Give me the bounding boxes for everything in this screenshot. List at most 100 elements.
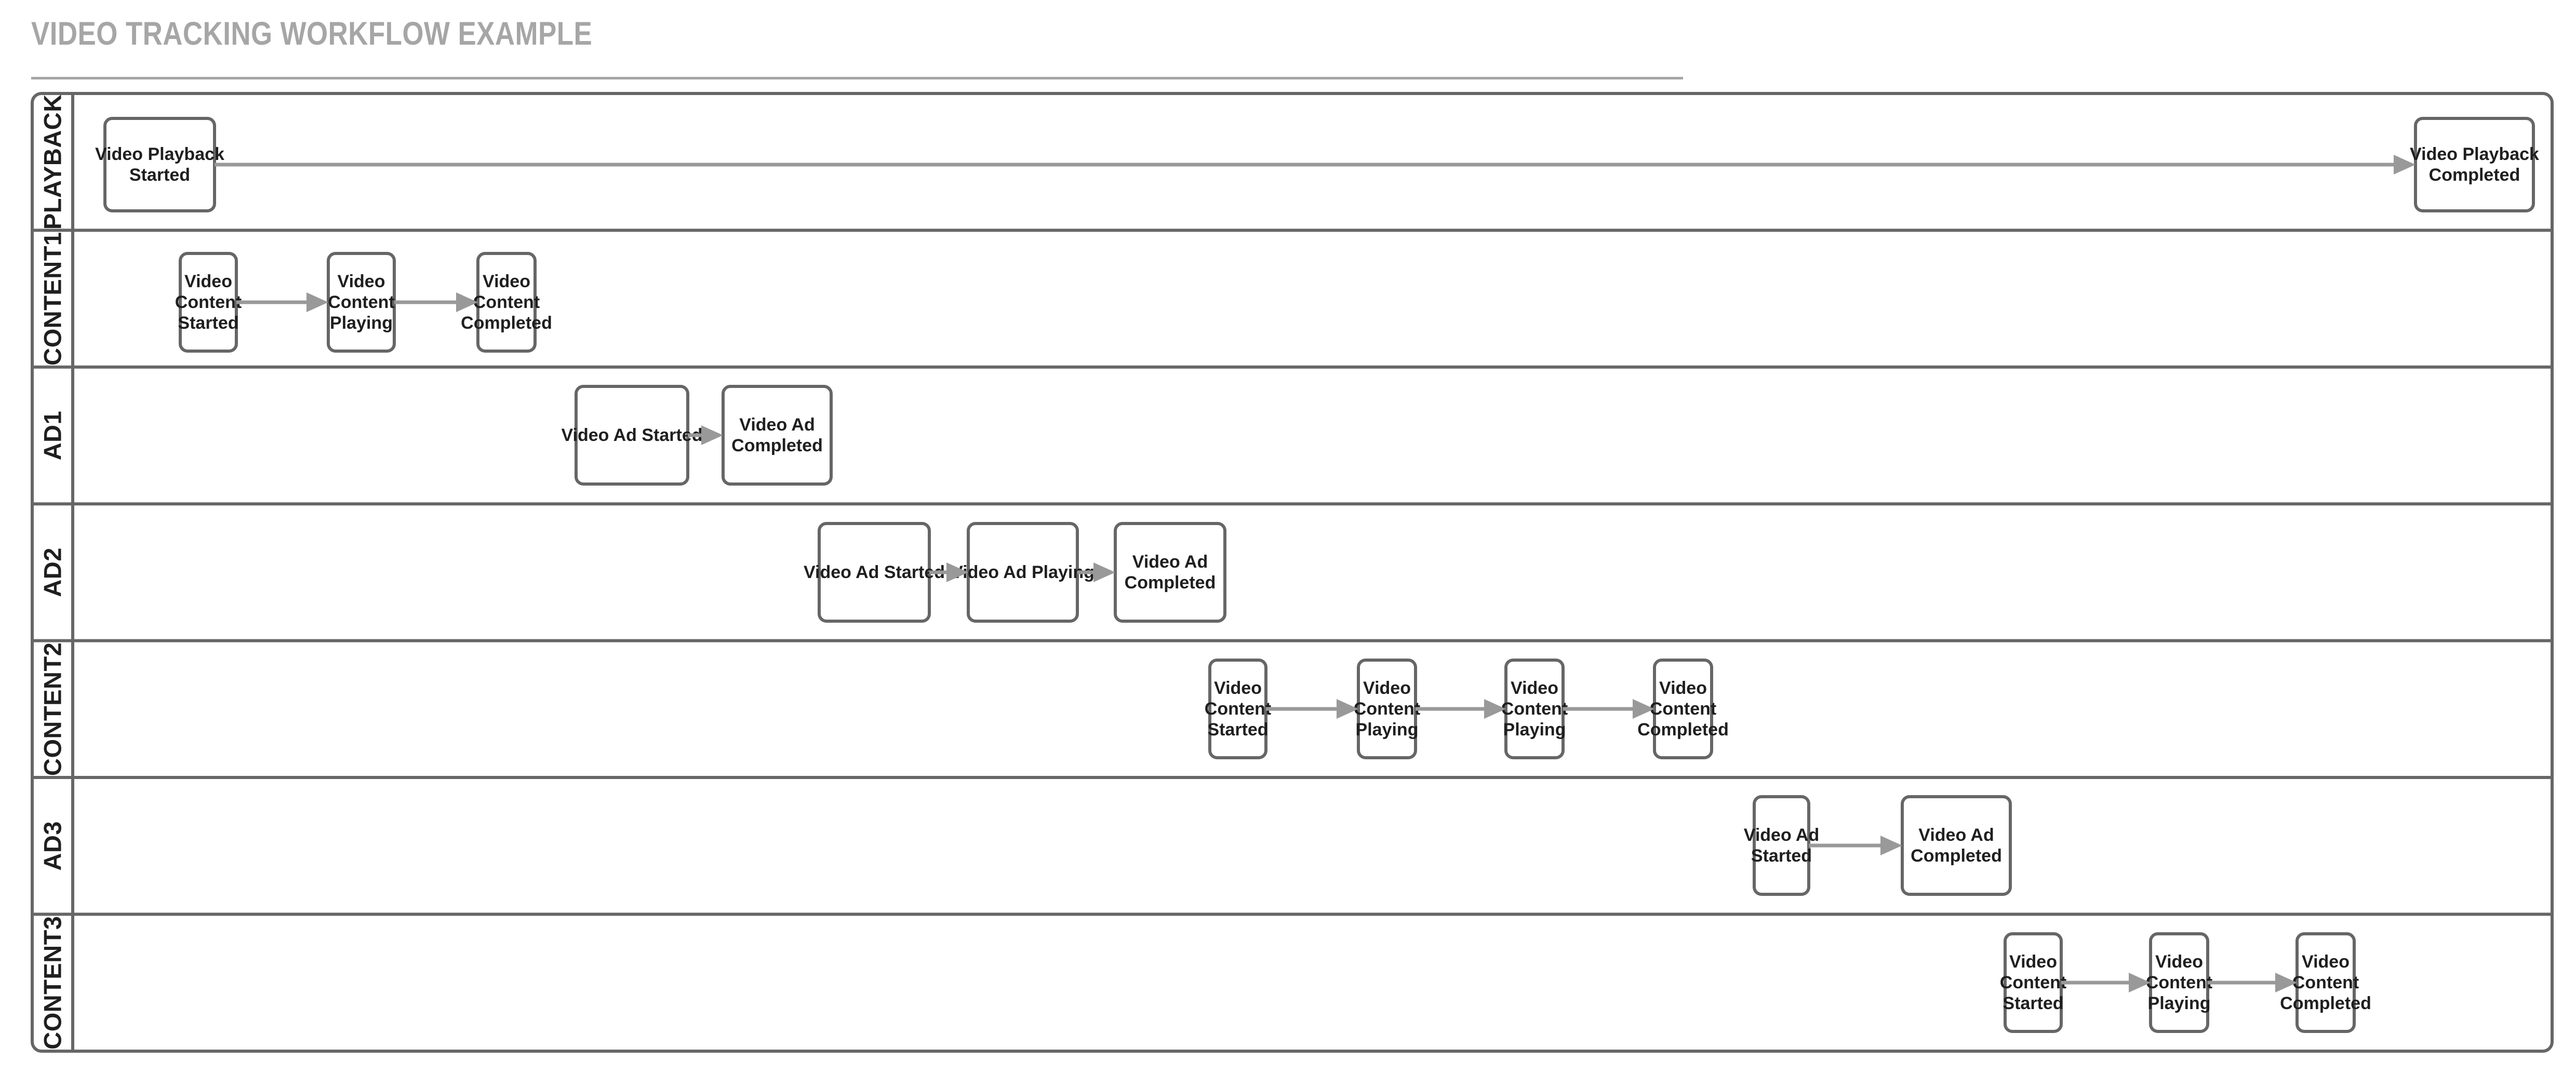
- sequence-flow-c2-started-to-c2-playing-1: [1266, 699, 1358, 719]
- task-label-line: Content: [1205, 699, 1271, 719]
- sequence-flow-c2-playing-2-to-c2-completed: [1563, 699, 1654, 719]
- lane-label-ad3: AD3: [39, 821, 66, 871]
- lane-label-ad1: AD1: [39, 411, 66, 461]
- task-label-line: Content: [1650, 699, 1716, 719]
- flow-arrowhead-icon: [1337, 699, 1358, 719]
- flow-arrowhead-icon: [456, 292, 478, 312]
- sequence-flow-a1-started-to-a1-completed: [688, 425, 723, 445]
- flow-arrowhead-icon: [2129, 973, 2151, 992]
- task-label-line: Completed: [2429, 165, 2520, 185]
- task-label-line: Content: [2000, 973, 2066, 992]
- task-label-line: Video Playback: [2410, 144, 2539, 164]
- task-label-line: Video Ad: [739, 415, 815, 435]
- flow-arrowhead-icon: [2394, 155, 2415, 175]
- flow-arrowhead-icon: [1484, 699, 1506, 719]
- task-label-line: Started: [1207, 720, 1268, 740]
- flow-arrowhead-icon: [2275, 973, 2297, 992]
- task-label-line: Content: [2146, 973, 2212, 992]
- lane-label-content3: CONTENT3: [39, 916, 66, 1049]
- task-label-line: Playing: [330, 313, 393, 333]
- task-label-line: Started: [129, 165, 190, 185]
- task-label-line: Content: [2292, 973, 2359, 992]
- pool-frame: [31, 92, 2554, 1053]
- task-label: Video Ad Playing: [951, 562, 1095, 582]
- sequence-flow-c3-started-to-c3-playing: [2061, 973, 2151, 992]
- task-node-a1-started[interactable]: Video Ad Started: [561, 385, 703, 486]
- task-label-line: Content: [175, 292, 242, 312]
- task-label-line: Video: [483, 272, 530, 291]
- task-label-line: Completed: [1911, 846, 2002, 866]
- sequence-flow-c3-playing-to-c3-completed: [2208, 973, 2297, 992]
- task-node-a2-playing[interactable]: Video Ad Playing: [951, 522, 1095, 623]
- lane-label-content2: CONTENT2: [39, 642, 66, 776]
- sequence-flow-a3-started-to-a3-completed: [1809, 836, 1902, 855]
- task-label-line: Video Ad Started: [804, 562, 945, 582]
- title-block: VIDEO TRACKING WORKFLOW EXAMPLE: [31, 16, 1683, 79]
- task-box[interactable]: [2414, 117, 2535, 212]
- task-label-line: Video: [1363, 678, 1411, 698]
- task-label: Video Ad Started: [804, 562, 945, 582]
- task-box[interactable]: [1753, 795, 1810, 896]
- task-label-line: Started: [2003, 994, 2063, 1013]
- flow-arrowhead-icon: [946, 562, 968, 582]
- task-label-line: Video Ad: [1918, 825, 1994, 845]
- task-label-line: Video Ad Playing: [951, 562, 1095, 582]
- task-label-line: Video: [184, 272, 232, 291]
- task-label-line: Video Playback: [95, 144, 224, 164]
- task-node-a2-started[interactable]: Video Ad Started: [804, 522, 945, 623]
- task-label-line: Playing: [1356, 720, 1419, 740]
- task-label-line: Video: [2302, 952, 2350, 972]
- flow-arrowhead-icon: [1633, 699, 1654, 719]
- task-label-line: Video: [1511, 678, 1558, 698]
- task-box[interactable]: [1901, 795, 2012, 896]
- task-box[interactable]: [1114, 522, 1226, 623]
- title-underline: [31, 77, 1683, 79]
- task-label-line: Video Ad: [1132, 552, 1208, 572]
- task-box[interactable]: [103, 117, 216, 212]
- task-label-line: Video: [1214, 678, 1262, 698]
- lane-label-ad2: AD2: [39, 547, 66, 597]
- lane-label-playback: PLAYBACK: [39, 94, 66, 230]
- task-box[interactable]: [722, 385, 833, 486]
- task-label: Video Ad Started: [561, 425, 702, 445]
- lane-label-content1: CONTENT1: [39, 232, 66, 365]
- task-label-line: Completed: [2280, 994, 2371, 1013]
- task-label-line: Content: [473, 292, 540, 312]
- page-title: VIDEO TRACKING WORKFLOW EXAMPLE: [31, 16, 593, 52]
- task-label-line: Content: [1501, 699, 1568, 719]
- lane-ad2: AD2 Video Ad Started Video Ad Playing Video…: [32, 502, 2552, 623]
